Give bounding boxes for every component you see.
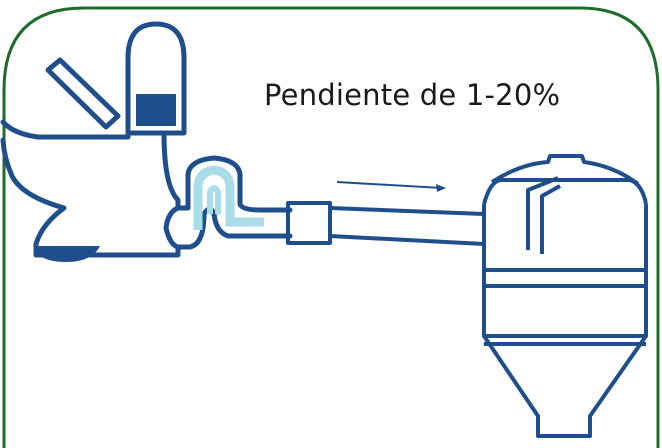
flow-arrow [336, 181, 446, 192]
drain-pipe [286, 201, 485, 246]
frame-border [2, 6, 660, 448]
cistern-water [136, 94, 176, 126]
bowl-water [36, 246, 100, 262]
trap-water [193, 165, 264, 230]
slope-label: Pendiente de 1-20% [264, 78, 561, 112]
cistern [125, 21, 187, 136]
tank [482, 154, 648, 438]
trap-water-inner [207, 185, 221, 214]
toilet [0, 57, 181, 258]
